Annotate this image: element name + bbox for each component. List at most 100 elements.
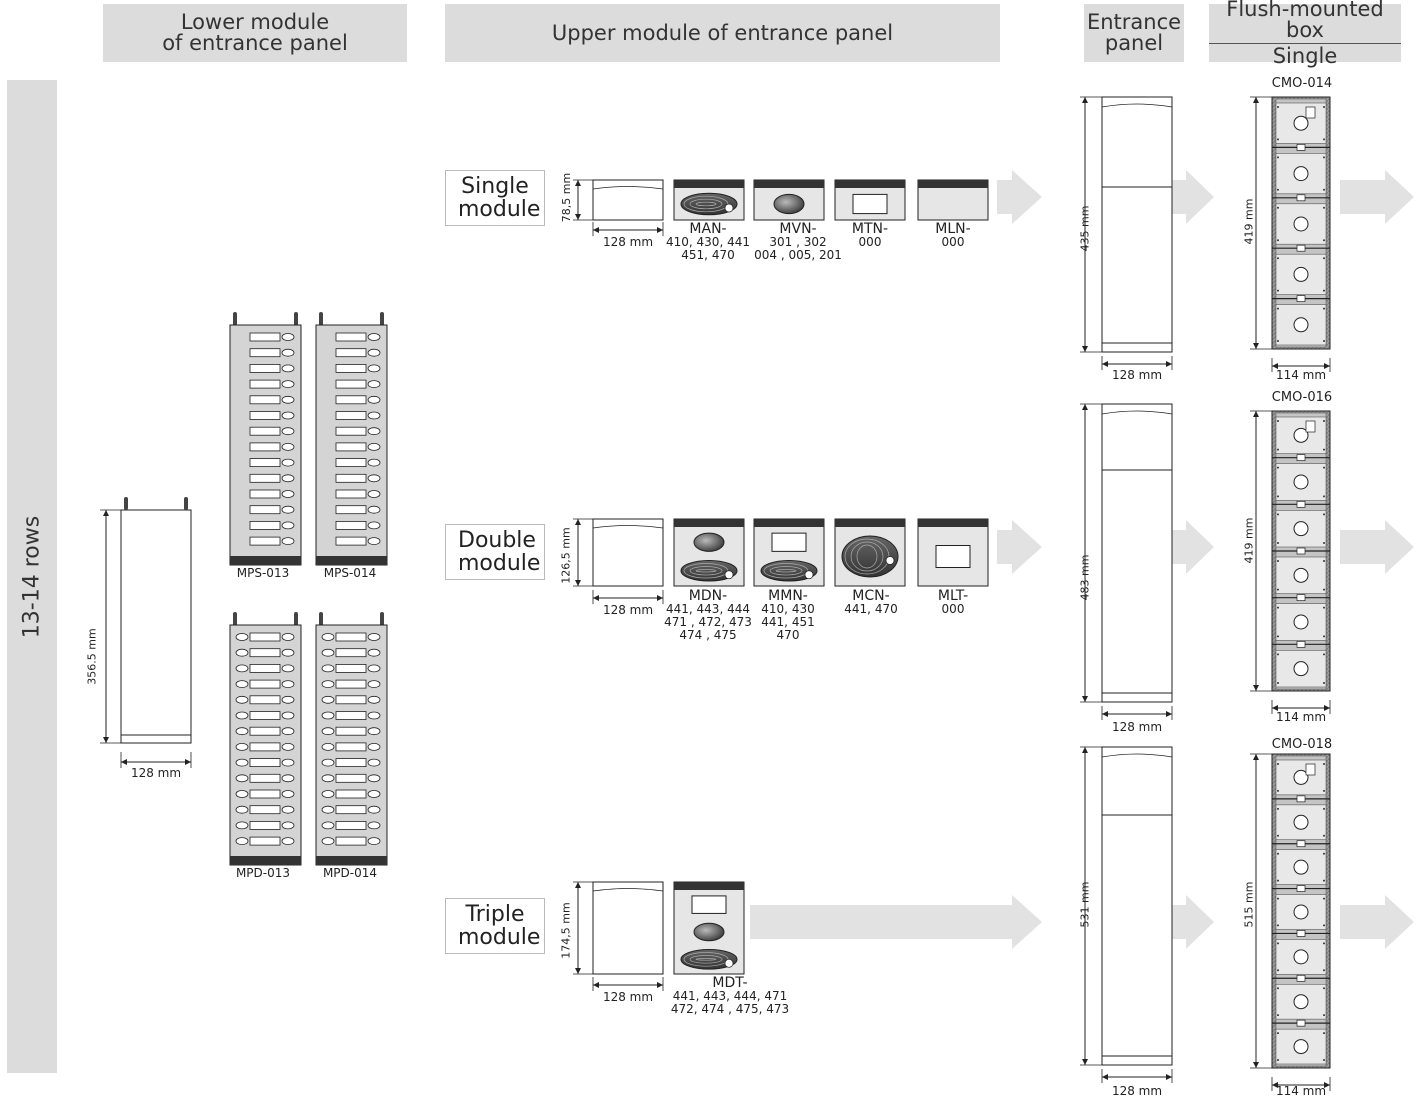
mln-codes: 000 (941, 235, 965, 249)
mvn-name: MVN- (779, 221, 817, 237)
header-lower-module: Lower module of entrance panel (103, 4, 407, 62)
entrance1-width-label: 128 mm (1111, 368, 1163, 382)
mps-013-label: MPS-013 (236, 566, 290, 580)
arrow-double-to-panel (997, 520, 1042, 574)
box1-width-label: 114 mm (1275, 368, 1327, 382)
mdt-name: MDT- (712, 975, 748, 991)
panel-mps-013 (229, 312, 302, 566)
header-entrance-panel: Entrance panel (1084, 4, 1184, 62)
triple-width-label: 128 mm (593, 991, 663, 1004)
double-model-mcn: MCN- 441, 470 (833, 588, 909, 616)
arrow-triple-to-panel (750, 895, 1042, 949)
man-name: MAN- (689, 221, 727, 237)
single-model-mvn: MVN- 301 , 302 004 , 005, 201 (748, 221, 848, 262)
box2-height-label: 419 mm (1242, 517, 1256, 564)
single-module-title: Single module (445, 170, 545, 226)
arrow-single-to-panel (997, 170, 1042, 224)
triple-module-title: Triple module (445, 898, 545, 954)
panel-mpd-013 (229, 612, 302, 866)
double-blank-module (592, 518, 664, 587)
mlt-name: MLT- (937, 588, 969, 604)
flush-box-cmo-018 (1250, 753, 1331, 1091)
double-model-mmn: MMN- 410, 430 441, 451 470 (753, 588, 823, 642)
triple-model-mdt: MDT- 441, 443, 444, 471 472, 474 , 475, … (655, 975, 805, 1016)
arrow-box1-out (1340, 170, 1414, 224)
single-width-label: 128 mm (593, 236, 663, 249)
mmn-codes-2: 441, 451 (761, 615, 815, 629)
mdn-name: MDN- (688, 588, 728, 604)
double-height-label: 126,5 mm (559, 527, 573, 584)
double-module-title: Double module (445, 524, 545, 580)
double-width-label: 128 mm (593, 604, 663, 617)
mcn-name: MCN- (852, 588, 890, 604)
single-model-mtn: MTN- 000 (835, 222, 905, 249)
double-mcn-module (834, 518, 906, 587)
entrance-panels (1080, 96, 1173, 1083)
header-flush-box: Flush-mounted box Single (1209, 0, 1401, 67)
box2-width-label: 114 mm (1275, 710, 1327, 724)
single-man-module (673, 179, 745, 221)
lower-width-label: 128 mm (130, 766, 182, 780)
arrow-panel2-to-box (1172, 520, 1214, 574)
mpd-013-label: MPD-013 (235, 866, 291, 880)
double-mmn-module (753, 518, 825, 587)
single-height-label: 78,5 mm (560, 172, 574, 223)
mvn-codes-1: 301 , 302 (769, 235, 827, 249)
double-mdn-module (673, 518, 745, 587)
single-model-mln: MLN- 000 (918, 221, 988, 249)
box1-code-label: CMO-014 (1271, 76, 1333, 91)
mps-014-label: MPS-014 (323, 566, 377, 580)
mmn-name: MMN- (768, 588, 808, 604)
arrow-panel1-to-box (1172, 170, 1214, 224)
rows-side-bar: 13-14 rows (7, 80, 57, 1073)
double-mlt-module (917, 518, 989, 587)
triple-title-line1: Triple (465, 902, 525, 927)
lower-height-label: 356.5 mm (85, 628, 99, 685)
triple-blank-module (592, 881, 664, 975)
panel-mps-014 (315, 312, 388, 566)
header-entrance-line2: panel (1104, 31, 1164, 55)
mmn-codes-1: 410, 430 (761, 602, 815, 616)
header-upper-text: Upper module of entrance panel (551, 20, 894, 45)
mln-name: MLN- (935, 221, 971, 237)
double-title-line2: module (458, 551, 541, 576)
header-lower-line2: of entrance panel (162, 31, 348, 55)
mcn-codes: 441, 470 (844, 602, 898, 616)
mdn-codes-2: 471 , 472, 473 (664, 615, 752, 629)
box1-height-label: 419 mm (1242, 198, 1256, 245)
header-entrance-line1: Entrance (1086, 10, 1182, 34)
entrance-panel-3 (1080, 746, 1173, 1083)
header-lower-line1: Lower module (180, 10, 330, 34)
header-flush-line1: Flush-mounted box (1209, 0, 1401, 44)
mdn-codes-3: 474 , 475 (679, 628, 737, 642)
single-mvn-module (753, 179, 825, 221)
entrance3-height-label: 531 mm (1078, 881, 1092, 928)
single-blank-module (592, 179, 664, 221)
double-model-mdn: MDN- 441, 443, 444 471 , 472, 473 474 , … (658, 588, 758, 642)
mvn-codes-2: 004 , 005, 201 (754, 248, 842, 262)
upper-modules (573, 179, 989, 991)
mlt-codes: 000 (941, 602, 965, 616)
box3-code-label: CMO-018 (1271, 737, 1333, 752)
single-title-line2: module (458, 197, 541, 222)
triple-title-line2: module (458, 925, 541, 950)
mmn-codes-3: 470 (776, 628, 800, 642)
single-model-man: MAN- 410, 430, 441 451, 470 (660, 221, 756, 262)
mdn-codes-1: 441, 443, 444 (666, 602, 750, 616)
single-mln-module (917, 179, 989, 221)
entrance-panel-1 (1080, 96, 1173, 370)
single-title-line1: Single (461, 174, 529, 199)
entrance1-height-label: 435 mm (1078, 205, 1092, 252)
mtn-codes: 000 (858, 235, 882, 249)
triple-mdt-module (673, 881, 745, 975)
box3-width-label: 114 mm (1275, 1084, 1327, 1098)
single-mtn-module (834, 179, 906, 221)
flush-box-cmo-016 (1250, 410, 1331, 714)
push-button-panels (229, 312, 388, 866)
arrow-panel3-to-box (1172, 895, 1214, 949)
man-codes-1: 410, 430, 441 (666, 235, 750, 249)
man-codes-2: 451, 470 (681, 248, 735, 262)
lower-module-frame (100, 497, 192, 768)
entrance2-height-label: 483 mm (1078, 554, 1092, 601)
flush-box-cmo-014 (1250, 96, 1331, 372)
